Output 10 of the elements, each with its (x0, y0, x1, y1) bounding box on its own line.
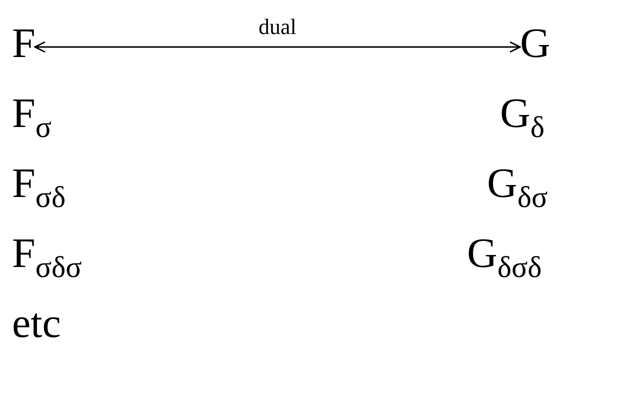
symbol-text: G (520, 20, 550, 68)
symbol-text: G$_{δ}$ (500, 90, 544, 138)
symbol-text: F$_{σδ}$ (12, 160, 66, 208)
symbol-text: etc (12, 300, 61, 348)
symbol-text: G$_{δσ}$ (487, 160, 548, 208)
symbol-text: F$_{σ}$ (12, 90, 52, 138)
double-arrow (34, 41, 521, 53)
symbol-text: G$_{δσδ}$ (467, 230, 542, 278)
symbol-text: F (12, 20, 36, 68)
symbol-text: F$_{σδσ}$ (12, 230, 82, 278)
